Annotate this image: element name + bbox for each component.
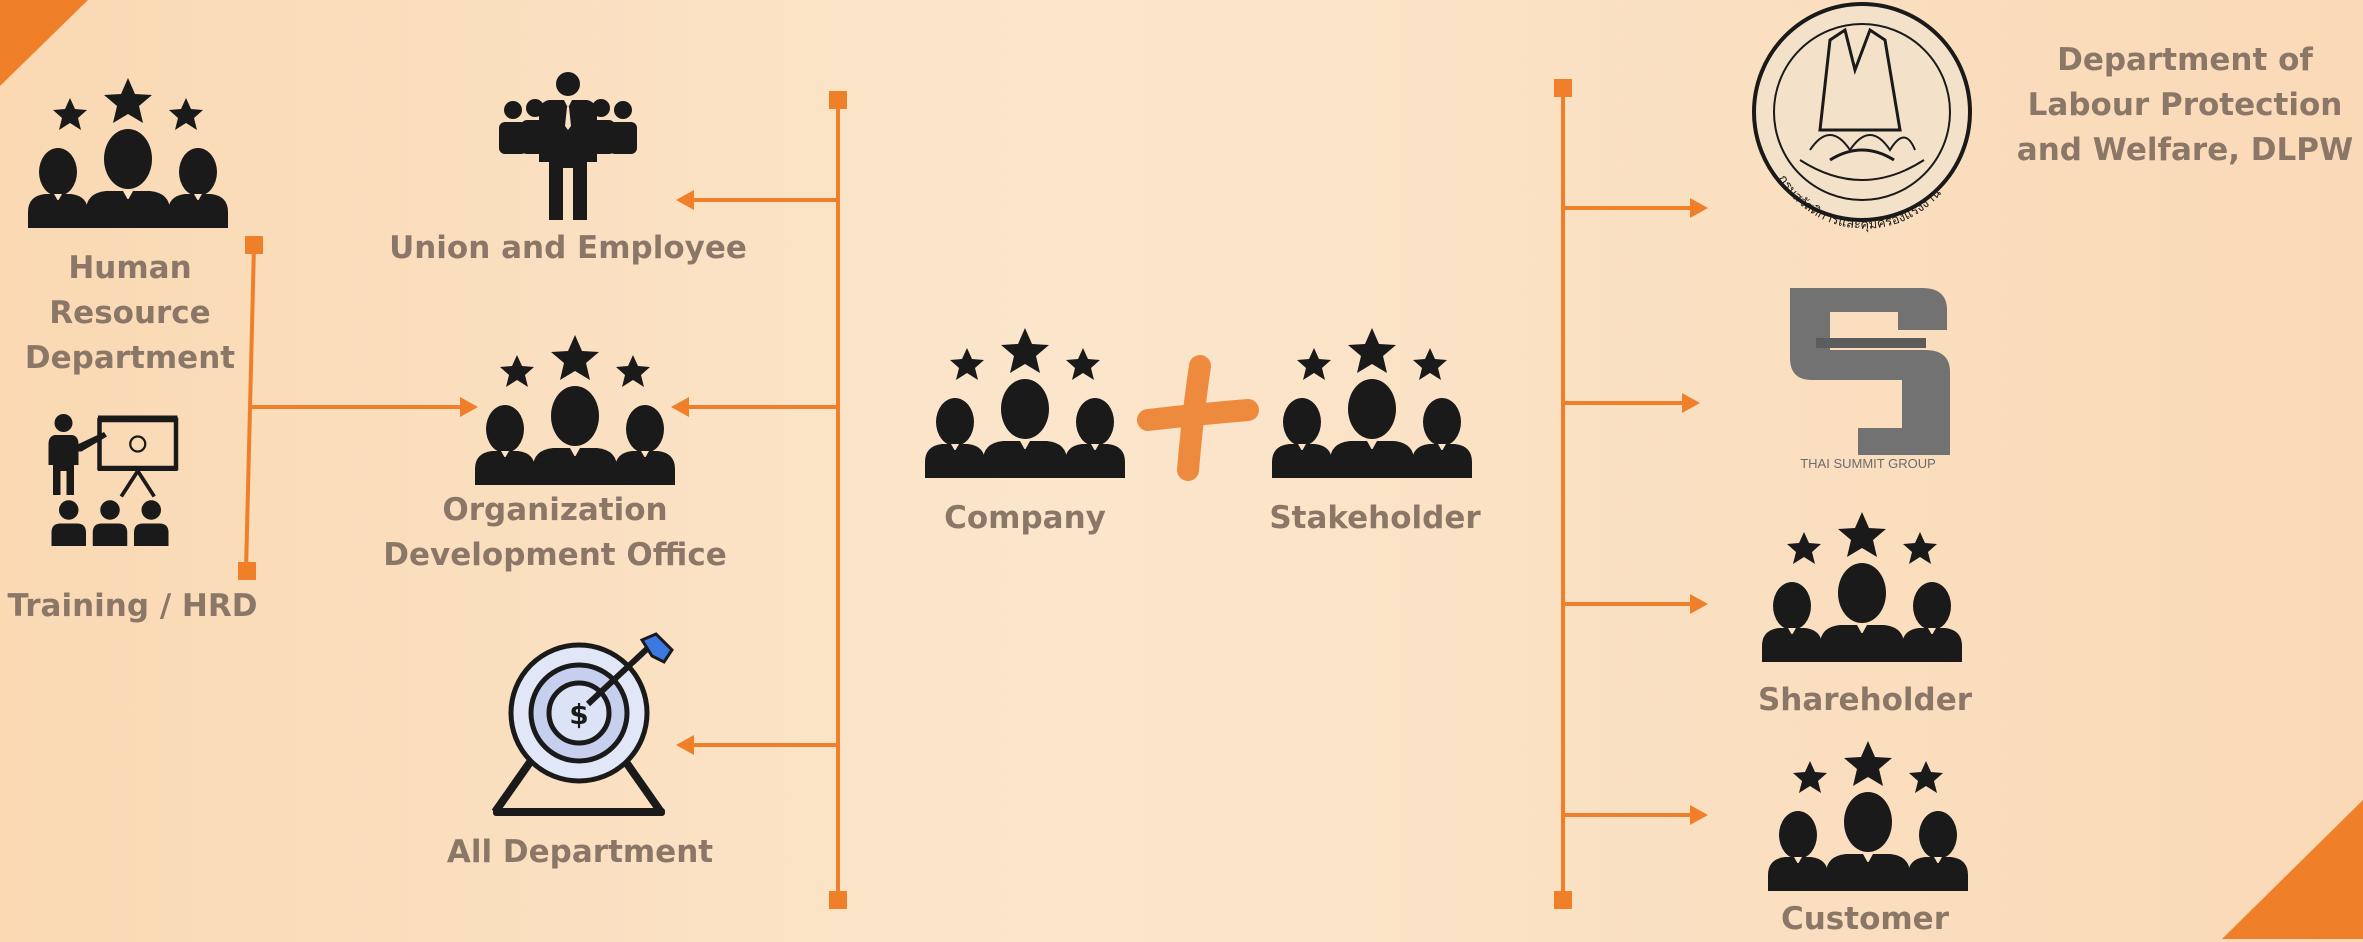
organization-development-label: Organization Development Office [370,488,740,578]
dlpw-seal-icon: กรมสวัสดิการและคุ้มครองแรงงาน [1752,2,1972,233]
training-hrd-label: Training / HRD [7,588,258,624]
customer-icon [1768,741,1968,891]
dlpw-label-line: and Welfare, DLPW [2016,132,2354,168]
organization-development-icon [475,335,675,485]
training-hrd-icon [49,414,178,546]
union-employee-label: Union and Employee [389,230,747,266]
hr-label-line: Department [24,340,236,376]
od-label-line: Organization [442,492,668,528]
hr-department-label: Human Resource Department [20,246,240,381]
dlpw-label-line: Labour Protection [2027,87,2343,123]
plus-icon [1137,355,1259,481]
shareholder-label: Shareholder [1757,682,1973,718]
target-dollar-icon: $ [491,632,674,816]
all-department-label: All Department [446,834,714,870]
hr-label-line: Resource [49,295,211,331]
union-employee-icon [499,72,637,220]
corner-triangle-top-left [0,0,88,86]
company-icon [925,328,1125,478]
dlpw-label: Department of Labour Protection and Welf… [2010,38,2360,173]
svg-text:$: $ [569,698,588,731]
connector-lines [238,79,1708,909]
dlpw-label-line: Department of [2057,42,2313,78]
company-label: Company [944,500,1106,536]
stakeholder-label: Stakeholder [1269,500,1481,536]
od-label-line: Development Office [383,537,727,573]
hr-department-icon [28,78,228,228]
corner-triangle-bottom-right [2222,800,2363,939]
stakeholder-icon [1272,328,1472,478]
customer-label: Customer [1780,901,1949,937]
thai-summit-logo: THAI SUMMIT GROUP [1790,288,1950,471]
hr-label-line: Human [68,250,192,286]
thai-summit-logo-text: THAI SUMMIT GROUP [1800,456,1936,471]
shareholder-icon [1762,512,1962,662]
